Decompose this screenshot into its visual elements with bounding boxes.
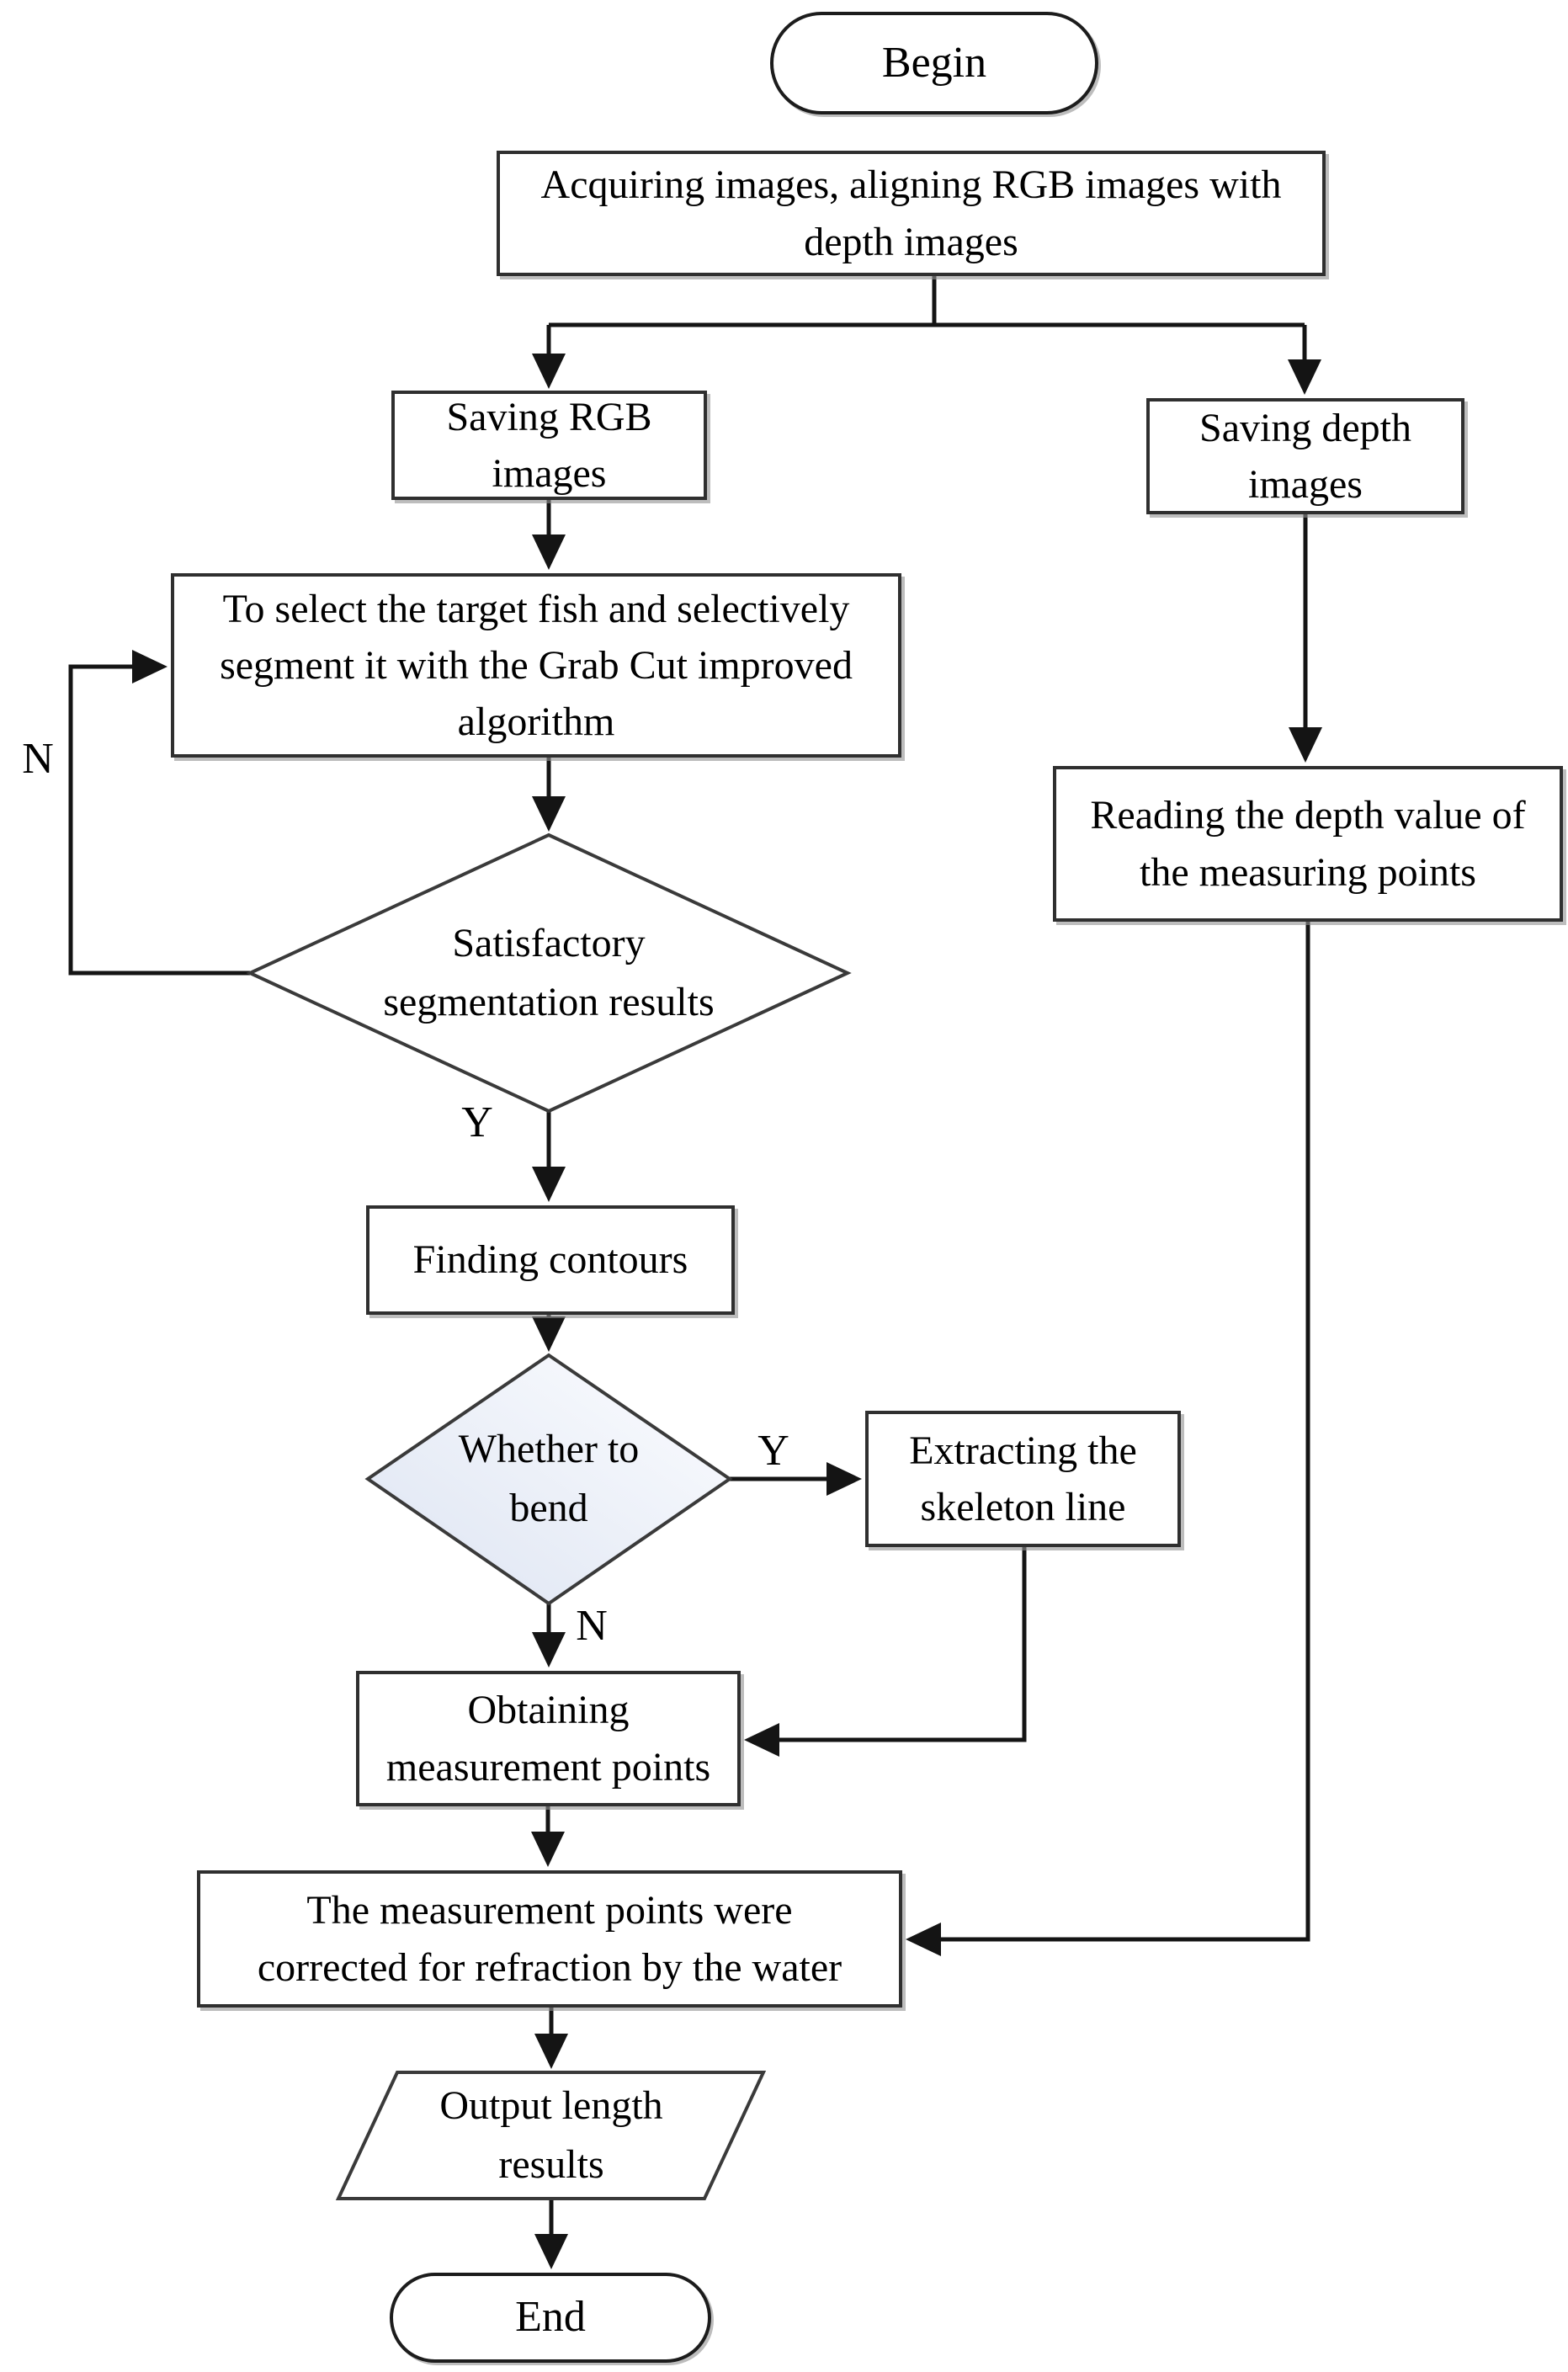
arrow-into-obtaining-top: [532, 1632, 566, 1667]
node-extracting-skeleton-label: Extracting the skeleton line: [909, 1428, 1137, 1529]
label-bend-no: N: [558, 1596, 625, 1655]
edge-extracting-obtaining: [776, 1547, 1027, 1742]
segmentation-diamond: [246, 832, 852, 1114]
node-end: End: [390, 2273, 711, 2363]
node-begin: Begin: [770, 12, 1098, 114]
node-reading-depth: Reading the depth value of the measuring…: [1053, 766, 1563, 922]
arrow-loop-into-grabcut: [132, 650, 167, 683]
arrow-into-saving-depth: [1288, 359, 1321, 395]
node-refraction-correction-label: The measurement points were corrected fo…: [257, 1888, 842, 1990]
arrow-into-correction-right: [906, 1923, 941, 1956]
label-bend-yes: Y: [740, 1421, 807, 1480]
label-seg-no: N: [4, 729, 72, 788]
edge-seg-no-loop: [68, 664, 250, 976]
node-reading-depth-label: Reading the depth value of the measuring…: [1090, 793, 1526, 895]
label-seg-yes: Y: [444, 1093, 511, 1151]
arrow-into-extracting: [827, 1462, 862, 1496]
edge-reading-correction: [938, 922, 1310, 1942]
edge-acquiring-split: [549, 276, 1305, 327]
bend-yes-text: Y: [757, 1426, 789, 1475]
node-segmentation-decision-label: Satisfactory segmentation results: [330, 906, 768, 1040]
node-saving-rgb: Saving RGB images: [391, 391, 707, 500]
node-begin-label: Begin: [881, 38, 987, 87]
node-bend-decision-label: Whether to bend: [423, 1412, 675, 1546]
node-saving-depth-label: Saving depth images: [1199, 405, 1411, 507]
arrow-into-output: [534, 2034, 568, 2069]
node-end-label: End: [515, 2293, 586, 2342]
node-refraction-correction: The measurement points were corrected fo…: [197, 1870, 902, 2008]
node-acquiring-label: Acquiring images, aligning RGB images wi…: [540, 162, 1282, 264]
decision-shapes: [246, 832, 852, 2200]
arrow-into-correction-top: [531, 1832, 565, 1867]
arrow-into-finding: [532, 1167, 566, 1202]
bend-decision-text: Whether to bend: [458, 1427, 640, 1530]
arrow-into-segdecision: [532, 796, 566, 832]
arrow-into-reading: [1289, 727, 1322, 763]
node-obtaining-points-label: Obtaining measurement points: [385, 1688, 711, 1790]
node-saving-rgb-label: Saving RGB images: [446, 394, 652, 496]
node-saving-depth: Saving depth images: [1146, 398, 1464, 514]
output-parallelogram: [335, 2071, 767, 2200]
seg-no-text: N: [22, 734, 54, 783]
arrow-into-bend: [532, 1316, 566, 1352]
arrow-into-saving-rgb: [532, 354, 566, 389]
output-results-text: Output length results: [439, 2083, 663, 2187]
arrow-into-obtaining-right: [744, 1723, 779, 1757]
node-acquiring: Acquiring images, aligning RGB images wi…: [497, 151, 1326, 276]
node-finding-contours-label: Finding contours: [412, 1237, 688, 1283]
node-grabcut: To select the target fish and selectivel…: [171, 573, 901, 758]
connector-arrowheads: [132, 354, 1322, 2269]
node-grabcut-label: To select the target fish and selectivel…: [220, 586, 853, 745]
node-extracting-skeleton: Extracting the skeleton line: [865, 1411, 1181, 1547]
arrow-into-end: [534, 2234, 568, 2269]
node-finding-contours: Finding contours: [366, 1205, 735, 1315]
bend-no-text: N: [576, 1601, 608, 1650]
seg-yes-text: Y: [461, 1098, 493, 1146]
node-obtaining-points: Obtaining measurement points: [356, 1671, 741, 1806]
bend-diamond: [364, 1353, 733, 1606]
segmentation-decision-text: Satisfactory segmentation results: [383, 921, 715, 1024]
arrow-into-grabcut: [532, 534, 566, 570]
connector-lines: [68, 276, 1310, 2236]
node-output-results-label: Output length results: [383, 2072, 720, 2199]
